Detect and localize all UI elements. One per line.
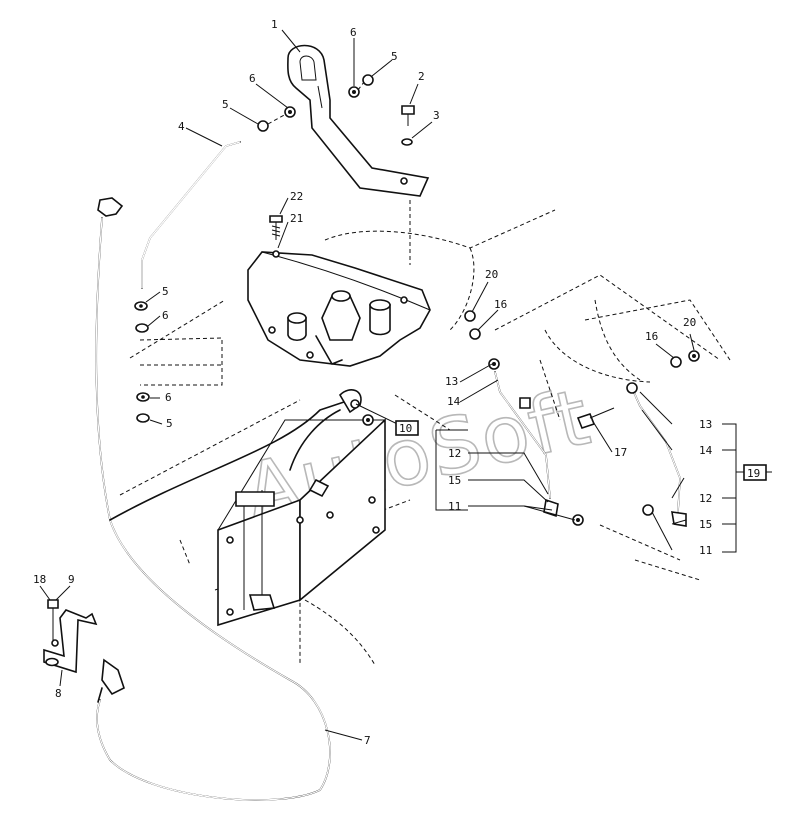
callout-15b: 15 [699,518,712,531]
callout-5c: 5 [162,285,169,298]
callout-2: 2 [418,70,425,83]
callout-15a: 15 [448,474,461,487]
callout-6d: 6 [165,391,172,404]
callout-13b: 13 [699,418,712,431]
callout-20b: 20 [683,316,696,329]
callout-12b: 12 [699,492,712,505]
callout-5b: 5 [222,98,229,111]
rod-hardware [134,301,150,423]
callouts: 1 6 5 6 2 5 3 4 22 21 20 5 16 6 16 20 13… [33,18,767,747]
callout-16b: 16 [645,330,658,343]
callout-14b: 14 [699,444,713,457]
callout-5d: 5 [166,417,173,430]
callout-13a: 13 [445,375,458,388]
callout-8: 8 [55,687,62,700]
callout-14a: 14 [447,395,461,408]
callout-3: 3 [433,109,440,122]
callout-6a: 6 [350,26,357,39]
callout-6b: 6 [249,72,256,85]
bolt-part-2 [401,105,415,146]
callout-22: 22 [290,190,303,203]
cable-part-7 [95,197,351,801]
rod-part-4 [141,141,241,289]
callout-20a: 20 [485,268,498,281]
callout-17: 17 [614,446,627,459]
callout-16a: 16 [494,298,507,311]
control-plate-part-21 [247,250,431,367]
callout-4: 4 [178,120,185,133]
callout-18: 18 [33,573,46,586]
callout-11b: 11 [699,544,712,557]
callout-11a: 11 [448,500,461,513]
callout-5a: 5 [391,50,398,63]
callout-10-boxed: 10 [399,422,412,435]
callout-1: 1 [271,18,278,31]
callout-9: 9 [68,573,75,586]
callout-21: 21 [290,212,303,225]
callout-12a: 12 [448,447,461,460]
callout-7: 7 [364,734,371,747]
screw-part-22 [269,215,283,240]
lever-bracket-part-1 [287,44,430,197]
callout-19-boxed: 19 [747,467,760,480]
leader-lines [39,29,772,741]
callout-6c: 6 [162,309,169,322]
mount-plate [217,389,386,627]
bracket-part-8 [43,599,98,674]
hardware-near-lever [257,74,374,132]
